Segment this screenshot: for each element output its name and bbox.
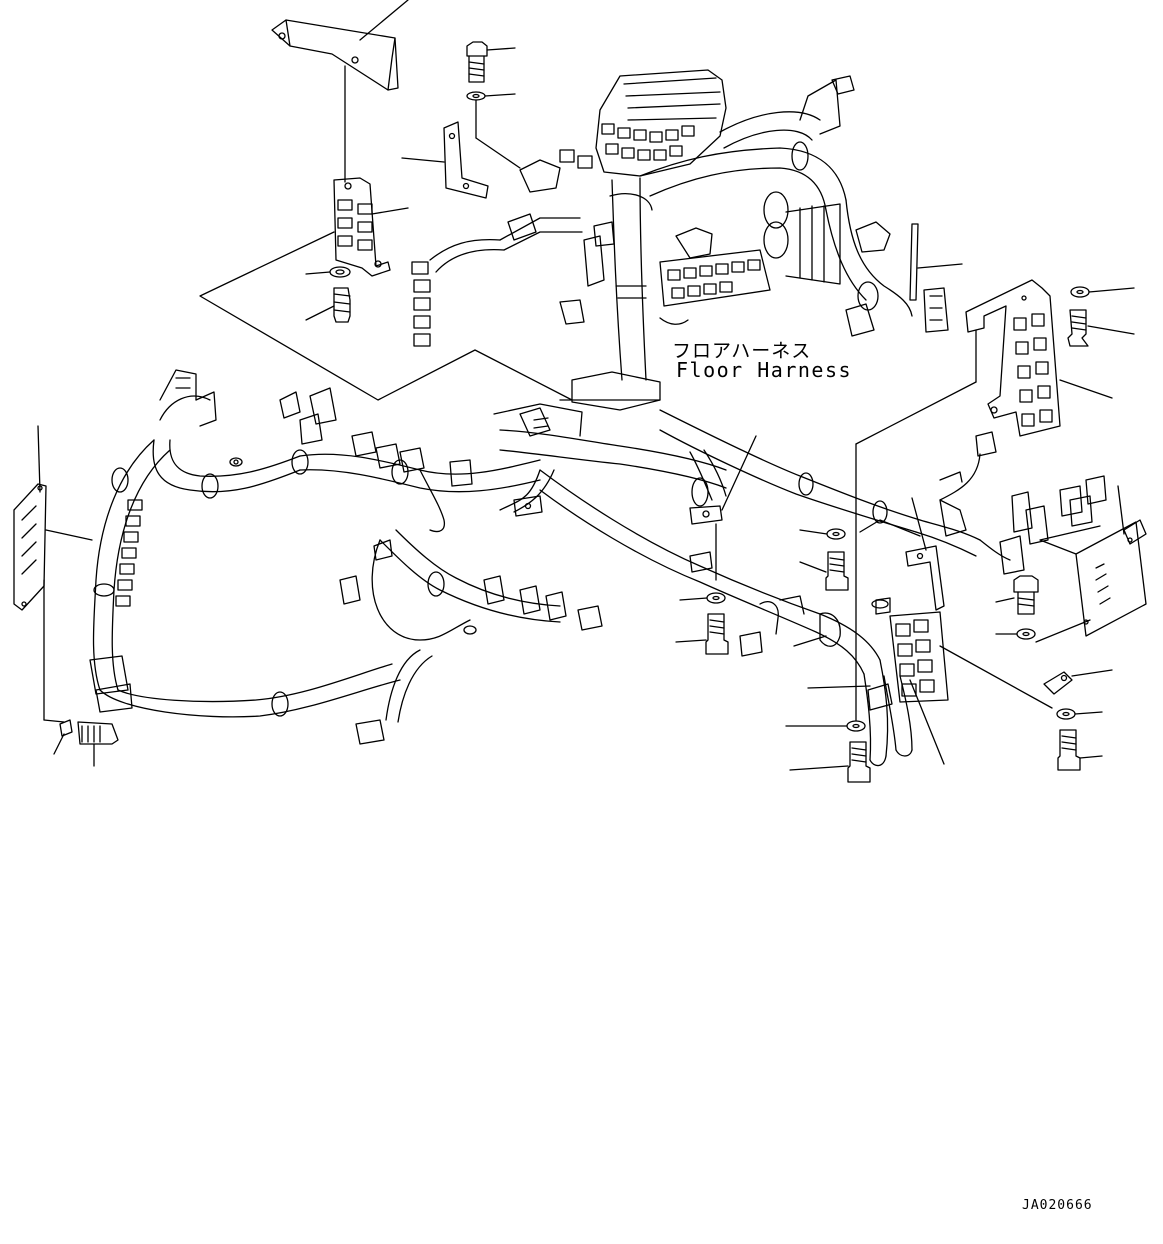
right-fasteners-mid [995, 575, 1039, 640]
harness-title-english: Floor Harness [676, 358, 853, 382]
upper-bracket [271, 0, 409, 183]
left-lower-branch [339, 469, 603, 745]
center-fasteners [785, 528, 871, 783]
top-bolt [466, 41, 516, 139]
right-fasteners-bottom [939, 645, 1113, 771]
lower-harness [493, 403, 757, 655]
right-bracket [855, 279, 1113, 721]
left-harness [89, 369, 541, 718]
left-relay-bracket [305, 177, 409, 323]
right-mid-bracket [859, 497, 945, 611]
upper-right-branch [639, 75, 963, 337]
right-center-branch [659, 409, 1049, 575]
lower-trunk [539, 469, 949, 767]
fuse-relay-block [519, 69, 727, 193]
assembly-outline [199, 231, 573, 401]
mid-bracket [401, 121, 521, 199]
drawing-number: JA020666 [1022, 1198, 1093, 1213]
left-plate [13, 425, 119, 767]
harness-title-japanese: フロアハーネス [672, 340, 812, 362]
main-trunk [559, 177, 661, 411]
right-fasteners-top [1067, 286, 1135, 347]
lower-relay-block [659, 249, 771, 325]
right-plate [1035, 475, 1147, 643]
left-connector-group [411, 213, 713, 347]
